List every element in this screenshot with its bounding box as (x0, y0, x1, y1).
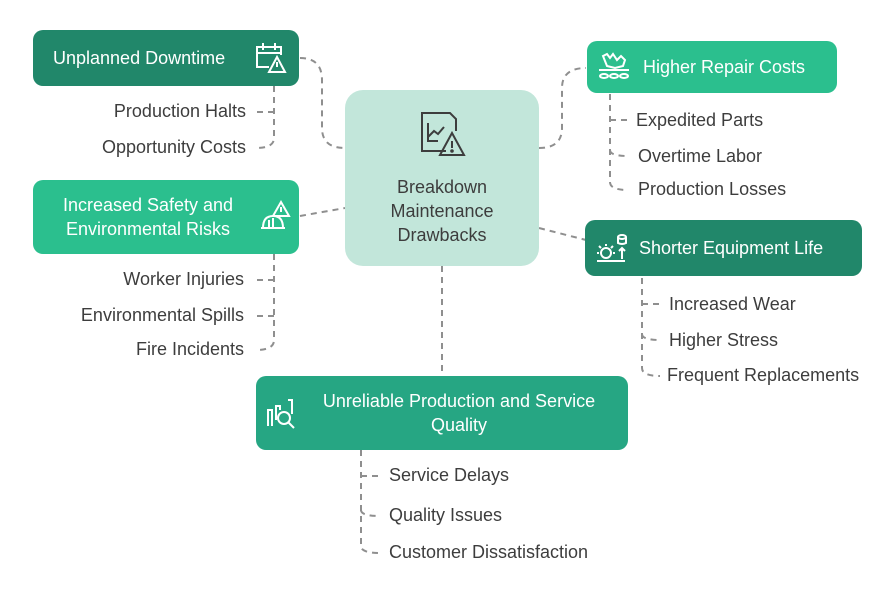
connector-repair-children (609, 94, 629, 191)
leaf-higher-stress: Higher Stress (669, 330, 779, 350)
connector-downtime (299, 57, 346, 149)
center-label: Breakdown Maintenance Drawbacks (390, 177, 494, 245)
hardhat-warning-icon (257, 200, 291, 234)
branch-repair-costs[interactable]: Higher Repair Costs (587, 41, 837, 93)
leaf-frequent-replacements: Frequent Replacements (667, 365, 860, 385)
branch-equipment-life[interactable]: Shorter Equipment Life (585, 220, 862, 276)
branch-title: Unreliable Production and Service Qualit… (322, 391, 596, 435)
broken-piggybank-icon (597, 50, 631, 84)
connector-safety-children (255, 254, 275, 351)
connector-quality-children (360, 450, 381, 554)
branch-title: Shorter Equipment Life (639, 237, 824, 258)
leaf-fire-incidents: Fire Incidents (135, 339, 244, 359)
connector-repair (538, 67, 587, 149)
leaf-environmental-spills: Environmental Spills (80, 305, 244, 325)
connector-safety (299, 207, 346, 217)
gear-coins-icon (595, 231, 629, 265)
leaf-opportunity-costs: Opportunity Costs (101, 137, 246, 157)
leaf-production-losses: Production Losses (638, 179, 787, 199)
leaf-service-delays: Service Delays (389, 465, 510, 485)
leaf-overtime-labor: Overtime Labor (638, 146, 763, 166)
leaf-production-halts: Production Halts (113, 101, 246, 121)
branch-title: Increased Safety and Environmental Risks (62, 195, 234, 239)
branch-safety-risks[interactable]: Increased Safety and Environmental Risks (33, 180, 299, 254)
branch-title: Unplanned Downtime (53, 47, 226, 68)
leaf-increased-wear: Increased Wear (669, 294, 796, 314)
leaf-worker-injuries: Worker Injuries (123, 269, 244, 289)
chart-warning-icon (416, 109, 468, 167)
branch-title: Higher Repair Costs (643, 56, 806, 77)
leaf-expedited-parts: Expedited Parts (636, 110, 764, 130)
branch-unplanned-downtime[interactable]: Unplanned Downtime (33, 30, 299, 86)
connector-equipment-children (641, 278, 661, 377)
quality-search-icon (266, 396, 300, 430)
branch-quality[interactable]: Unreliable Production and Service Qualit… (256, 376, 628, 450)
calendar-warning-icon (253, 41, 287, 75)
connector-downtime-children (255, 86, 275, 149)
leaf-customer-dissatisfaction: Customer Dissatisfaction (389, 542, 589, 562)
leaf-quality-issues: Quality Issues (389, 505, 503, 525)
connector-equipment (538, 227, 587, 241)
center-node[interactable]: Breakdown Maintenance Drawbacks (345, 90, 539, 266)
